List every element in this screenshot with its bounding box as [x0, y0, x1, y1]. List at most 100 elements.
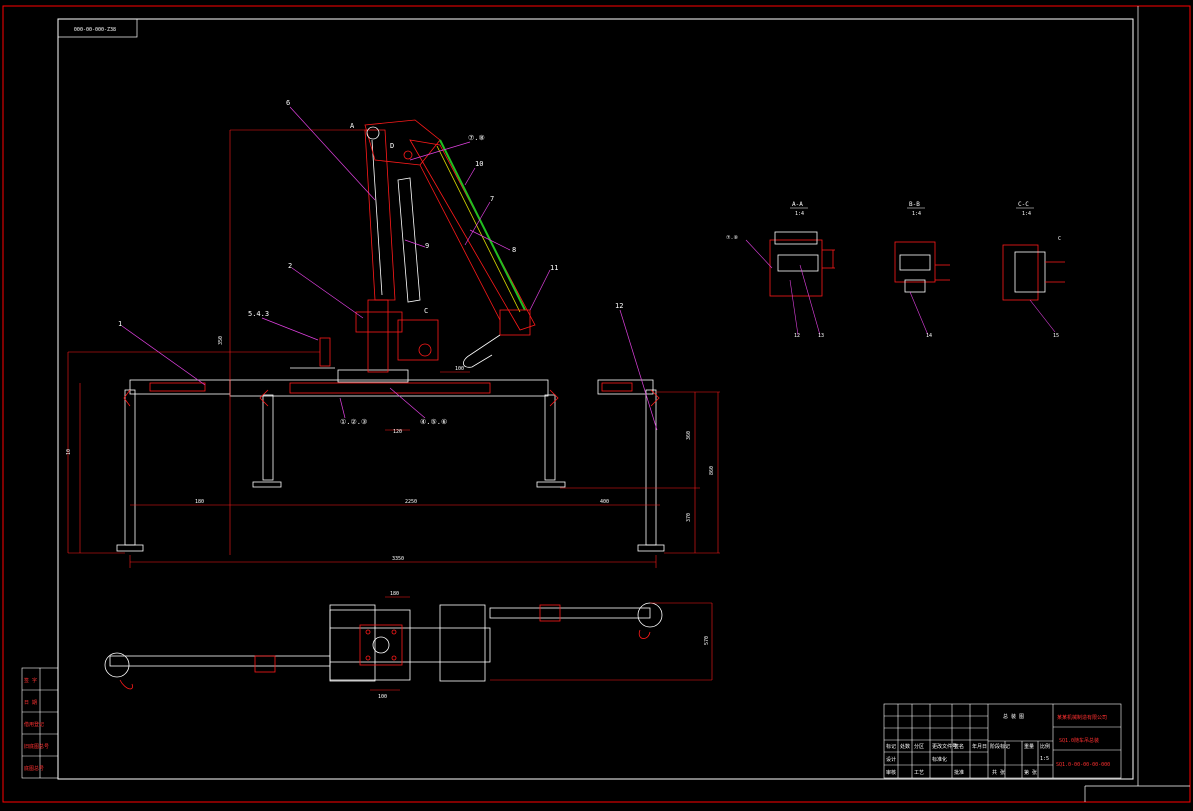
front-dimensions [67, 129, 720, 568]
svg-text:13: 13 [818, 333, 824, 339]
top-right-handle [638, 629, 651, 639]
svg-text:审核: 审核 [886, 769, 896, 776]
svg-text:120: 120 [393, 429, 402, 435]
svg-text:C-C: C-C [1018, 201, 1029, 208]
leg-inner-right [544, 394, 556, 481]
svg-text:350: 350 [218, 336, 224, 345]
top-left-pad [104, 652, 130, 678]
svg-text:1:4: 1:4 [912, 211, 921, 217]
top-view [104, 602, 663, 690]
top-dim-3: 180 [390, 591, 399, 597]
front-dim-text: 350 10 180 2250 400 3350 360 860 370 120… [66, 336, 715, 562]
outer-frame [2, 5, 1191, 803]
leg-hook-2 [259, 389, 269, 407]
top-left-arm [109, 655, 331, 667]
svg-text:2250: 2250 [405, 499, 417, 505]
svg-text:⑦.⑧: ⑦.⑧ [726, 235, 738, 241]
svg-text:日 期: 日 期 [24, 700, 37, 706]
head-pin [366, 126, 380, 140]
svg-text:2: 2 [288, 262, 292, 270]
svg-text:860: 860 [709, 466, 715, 475]
svg-text:A-A: A-A [792, 201, 803, 208]
svg-text:1:4: 1:4 [1022, 211, 1031, 217]
svg-text:6: 6 [286, 99, 290, 107]
top-right-block [439, 604, 486, 682]
svg-text:7: 7 [490, 195, 494, 203]
svg-text:100: 100 [455, 366, 464, 372]
svg-text:工艺: 工艺 [914, 770, 924, 776]
svg-text:分区: 分区 [914, 743, 924, 750]
leaders [121, 106, 658, 431]
svg-text:底图总号: 底图总号 [24, 765, 44, 772]
svg-text:年月日: 年月日 [972, 743, 987, 750]
hook-block [499, 309, 531, 336]
svg-text:12: 12 [794, 333, 800, 339]
svg-text:8: 8 [512, 246, 516, 254]
svg-text:更改文件号: 更改文件号 [932, 743, 957, 750]
foot-outer-right [637, 544, 665, 552]
hook [463, 334, 501, 368]
leg-outer-right [645, 389, 657, 546]
inner-frame [57, 18, 1134, 780]
top-dimensions [370, 596, 713, 691]
top-left-block [329, 604, 376, 682]
jib-cylinder [439, 139, 526, 311]
foot-inner-left [252, 481, 282, 488]
tb-product: SQ1.0随车吊总装 [1059, 737, 1099, 744]
column-bracket [355, 311, 403, 333]
svg-text:批准: 批准 [954, 769, 964, 776]
tb-scale-label: 比例 [1040, 743, 1050, 750]
leg-outer-left [124, 389, 136, 546]
leg-inner-left [262, 394, 274, 481]
drawing-code-box [57, 18, 138, 38]
jib-rod [419, 164, 501, 321]
tb-stage: 阶段标记 [990, 743, 1010, 750]
top-left-handle [119, 679, 133, 690]
callout-labels: 1 2 5.4.3 6 ⑦.⑧ 10 7 8 9 11 12 ①.②.③ ④.⑤… [118, 99, 623, 426]
svg-text:旧底图总号: 旧底图总号 [24, 743, 49, 750]
svg-text:标准化: 标准化 [932, 756, 947, 763]
section-aa: A-A 1:4 ⑦.⑧ 12 13 [726, 201, 835, 339]
title-block-text: 某某机械制造有限公司 总 装 图 SQ1.0随车吊总装 SQ1.0-00-00-… [886, 713, 1110, 776]
drawing-code-text: 000-00-000-Z38 [74, 27, 116, 33]
beam-inner [289, 382, 491, 394]
main-boom [364, 129, 396, 301]
svg-text:D: D [390, 142, 394, 150]
handle [319, 337, 331, 367]
left-ext-inner [149, 382, 206, 392]
svg-text:1:4: 1:4 [795, 211, 804, 217]
svg-text:180: 180 [195, 499, 204, 505]
column-base [337, 369, 409, 383]
top-right-arm [489, 607, 651, 619]
title-block [883, 703, 1122, 779]
tb-drawing-no: SQ1.0-00-00-00-000 [1056, 762, 1110, 768]
left-strip-table [21, 667, 59, 779]
svg-text:12: 12 [615, 302, 623, 310]
jib-cylinder-2 [436, 145, 521, 313]
jib [409, 139, 536, 331]
svg-text:⑦.⑧: ⑦.⑧ [468, 134, 485, 142]
svg-text:3350: 3350 [392, 556, 404, 562]
svg-text:400: 400 [600, 499, 609, 505]
svg-text:签 字: 签 字 [24, 677, 37, 684]
tb-name-left: 总 装 图 [1003, 713, 1024, 720]
section-cc: C-C 1:4 C 15 [1002, 201, 1065, 339]
svg-text:370: 370 [686, 513, 692, 522]
tb-scale: 1:5 [1040, 756, 1049, 762]
left-strip-labels: 签 字 日 期 借用登记 旧底图总号 底图总号 [24, 677, 49, 772]
svg-text:5.4.3: 5.4.3 [248, 310, 269, 318]
tb-company: 某某机械制造有限公司 [1057, 714, 1107, 721]
foot-outer-left [116, 544, 144, 552]
main-boom-inner [371, 139, 383, 296]
svg-text:A: A [350, 122, 355, 130]
leg-hook-4 [650, 389, 660, 407]
leg-hook-1 [123, 389, 131, 407]
svg-text:1: 1 [118, 320, 122, 328]
valve-knob [418, 343, 432, 357]
top-dim-2: 100 [378, 694, 387, 700]
svg-text:标记: 标记 [886, 743, 896, 750]
svg-text:14: 14 [926, 333, 932, 339]
front-view [116, 119, 665, 552]
section-bb: B-B 1:4 14 [894, 201, 950, 339]
